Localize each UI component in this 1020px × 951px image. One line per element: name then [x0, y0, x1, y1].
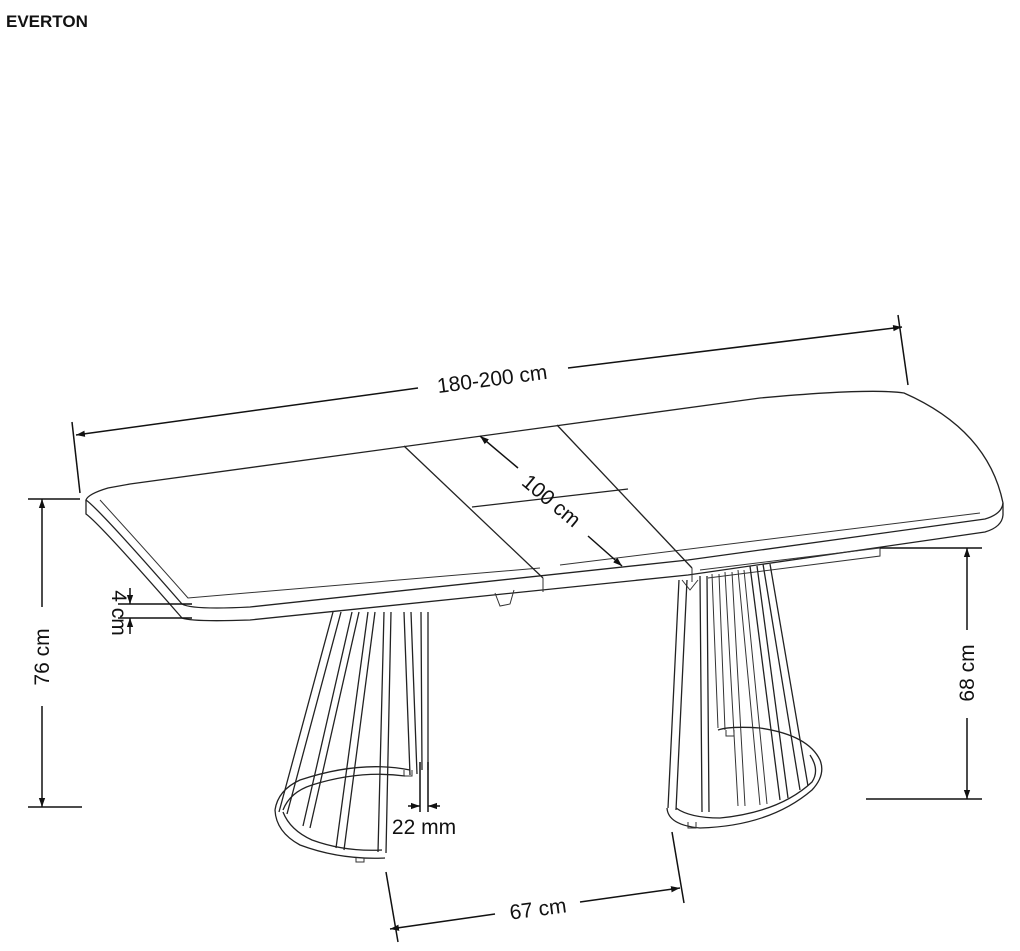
leg-height-dimension: 68 cm	[866, 547, 982, 800]
length-label: 180-200 cm	[436, 361, 549, 398]
left-pedestal	[274, 611, 429, 863]
rod-diameter-label: 22 mm	[392, 816, 456, 839]
rod-diameter-dimension: 22 mm	[392, 762, 456, 839]
extension-dimension: 100 cm	[479, 435, 623, 567]
table-top	[85, 390, 1004, 622]
leg-height-label: 68 cm	[956, 644, 979, 701]
thickness-dimension: 4 cm	[107, 588, 192, 636]
thickness-label: 4 cm	[107, 590, 130, 636]
height-dimension: 76 cm	[28, 498, 82, 808]
product-title: EVERTON	[6, 12, 88, 31]
height-label: 76 cm	[31, 628, 54, 685]
length-dimension: 180-200 cm	[71, 314, 909, 494]
base-width-label: 67 cm	[508, 894, 568, 924]
right-pedestal	[666, 563, 823, 829]
base-width-dimension: 67 cm	[385, 831, 685, 943]
